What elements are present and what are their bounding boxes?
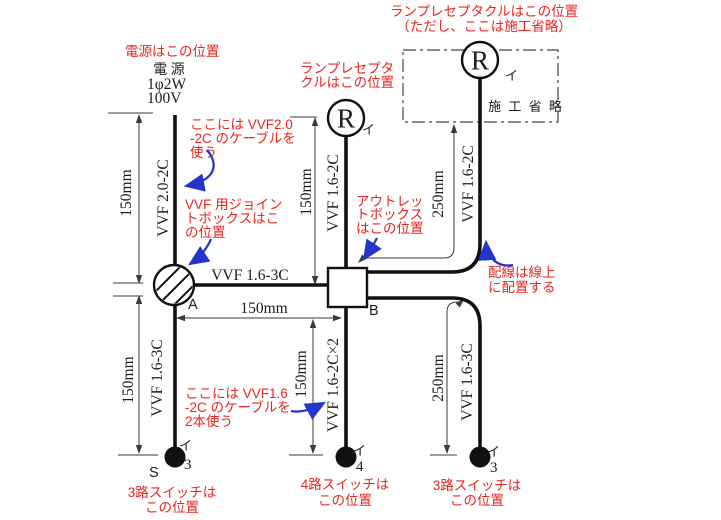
- note-lamp-omitted-2: （ただし、ここは施工省略）: [396, 19, 572, 34]
- switch-ways-left: 3: [184, 457, 192, 473]
- arrow-to-wiring-curve: [477, 239, 514, 267]
- note-jointbox-3: の位置: [185, 225, 226, 240]
- outlet-to-switch3-right-cable: [367, 296, 482, 449]
- circuit-label: イ: [179, 438, 192, 453]
- note-wiring-2: に配置する: [488, 280, 556, 295]
- circuit-label: イ: [353, 443, 366, 458]
- dim-center-upper: 150mm: [298, 168, 315, 215]
- cables: [173, 79, 482, 449]
- note-vvf20-2: -2C のケーブルを: [190, 130, 296, 146]
- dimension-lines: [108, 112, 460, 456]
- cable-label-joint-outlet: VVF 1.6-3C: [211, 267, 289, 284]
- note-lamp-2: クルはこの位置: [300, 75, 394, 90]
- source-name: 電 源: [153, 62, 185, 78]
- arrow-to-joint-box: [188, 238, 213, 266]
- cable-label-outlet-switch4: VVF 1.6-2C×2: [325, 338, 342, 432]
- note-vvf16-2: -2C のケーブルを: [185, 399, 291, 415]
- receptacle-letter: R: [337, 104, 355, 134]
- omission-label: 施 工 省 略: [488, 99, 564, 114]
- arrow-to-outlet-box: [362, 237, 382, 261]
- source-phase: 1φ2W: [147, 76, 186, 93]
- dim-left-lower: 150mm: [120, 356, 137, 403]
- note-wiring-1: 配線は線上: [488, 265, 556, 280]
- point-a-label: A: [188, 297, 198, 313]
- arrow-to-switch4-cable: [290, 401, 327, 420]
- note-outletbox-2: トボックス: [356, 207, 423, 222]
- dim-center-lower: 150mm: [293, 350, 310, 397]
- switch-ways-right: 3: [490, 460, 498, 476]
- switch-3way-right-symbol: [469, 446, 491, 468]
- note-switch4-2: この位置: [318, 493, 372, 508]
- dim-horizontal: 150mm: [240, 300, 287, 317]
- note-switch4-1: 4路スイッチは: [301, 477, 390, 492]
- note-outletbox-1: アウトレッ: [356, 194, 424, 209]
- note-vvf20-1: ここには VVF2.0: [190, 117, 293, 132]
- note-jointbox-1: VVF 用ジョイン: [185, 197, 283, 212]
- cable-label-outlet-lamp-omitted: VVF 1.6-2C: [460, 145, 477, 223]
- note-switch3-left-1: 3路スイッチは: [128, 485, 217, 500]
- cable-label-outlet-lamp: VVF 1.6-2C: [325, 154, 342, 232]
- note-switch3-left-2: この位置: [145, 500, 199, 515]
- circuit-label: イ: [487, 444, 500, 459]
- note-vvf16-1: ここには VVF1.6: [185, 386, 288, 401]
- note-switch3-right-2: この位置: [450, 493, 504, 508]
- circuit-label: イ: [505, 68, 518, 83]
- note-lamp-omitted-1: ランプレセプタクルはこの位置: [390, 4, 578, 19]
- switch-ways-center: 4: [356, 459, 364, 475]
- switch-s-label: S: [149, 465, 159, 481]
- note-power-position: 電源はこの位置: [125, 44, 220, 59]
- point-b-label: B: [369, 303, 379, 319]
- arrow-to-power-cable: [183, 149, 215, 192]
- dimension-arrowheads: [135, 114, 464, 454]
- annotation-arrows: [183, 149, 514, 420]
- cable-label-joint-switch: VVF 1.6-3C: [149, 339, 166, 417]
- lamp-receptacle-symbol-center: R: [326, 98, 366, 138]
- note-switch3-right-1: 3路スイッチは: [433, 478, 522, 493]
- lamp-receptacle-symbol-omitted: R: [460, 40, 500, 80]
- circuit-label: イ: [362, 122, 375, 137]
- note-lamp-1: ランプレセプタ: [300, 61, 394, 76]
- dim-left-upper: 150mm: [118, 169, 135, 216]
- switch-4way-symbol: [335, 446, 357, 468]
- cable-label-outlet-switch3: VVF 1.6-3C: [459, 343, 476, 421]
- dim-right-upper: 250mm: [430, 170, 447, 217]
- outlet-box-symbol: [326, 266, 369, 309]
- receptacle-letter: R: [471, 46, 489, 76]
- note-jointbox-2: トボックスはこ: [185, 211, 279, 226]
- note-vvf16-3: 2本使う: [185, 413, 233, 429]
- dim-right-lower: 250mm: [430, 354, 447, 401]
- source-voltage: 100V: [147, 90, 182, 107]
- joint-box-symbol: [152, 263, 196, 307]
- note-outletbox-3: はこの位置: [356, 221, 424, 236]
- switch-3way-left-symbol: [164, 446, 186, 468]
- cable-label-power: VVF 2.0-2C: [155, 159, 172, 237]
